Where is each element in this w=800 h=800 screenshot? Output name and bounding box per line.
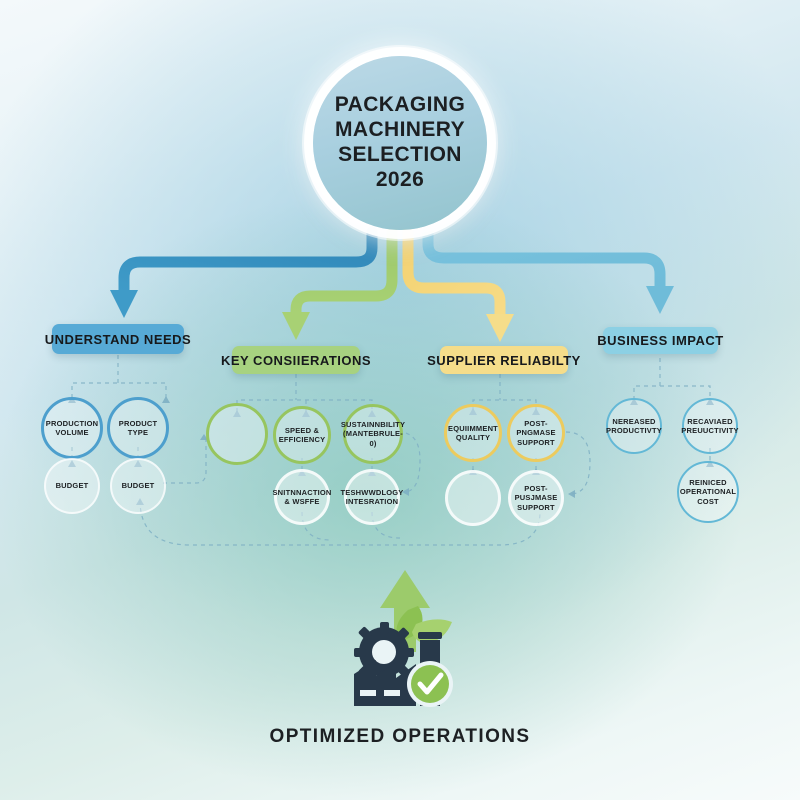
node-label-line: Type bbox=[127, 428, 149, 437]
node-label: Teshwwdlogy Intesration bbox=[335, 488, 408, 506]
node-reduced-productivity[interactable]: Recaviaed Preuuctivity bbox=[681, 398, 739, 454]
hub-title: Packaging Machinery Selection 2026 bbox=[335, 93, 465, 192]
node-label: Budget bbox=[51, 481, 94, 490]
node-label: Speed & Efficiency bbox=[274, 426, 331, 444]
node-label-line: Intesration bbox=[345, 497, 399, 506]
node-equipment-quality[interactable]: Equiimment Quality bbox=[444, 404, 502, 462]
hub-line-1: Packaging bbox=[334, 93, 466, 117]
node-label-line: Product bbox=[118, 418, 158, 428]
node-label-line: Productivty bbox=[606, 426, 662, 435]
connector-business-impact bbox=[422, 226, 674, 314]
branch-header-supplier-reliability[interactable]: Supplier Reliabilty bbox=[427, 346, 580, 374]
node-speed-efficiency[interactable]: Speed & Efficiency bbox=[273, 406, 331, 464]
node-technology-integration[interactable]: Teshwwdlogy Intesration bbox=[340, 469, 403, 525]
node-label-line: Support bbox=[517, 502, 555, 512]
node-label-line: Quality bbox=[455, 433, 491, 442]
node-label-line: Support bbox=[517, 437, 555, 447]
connector-key-considerations bbox=[282, 226, 398, 340]
node-post-purchase-support-2[interactable]: Post-Pusjmase Support bbox=[508, 470, 564, 526]
check-badge-icon bbox=[407, 661, 453, 707]
node-label: Snitnnaction & Wsffe bbox=[267, 488, 336, 506]
node-label: Sustainnbility (Mantebrule-0) bbox=[336, 420, 410, 447]
node-label: Production Volume bbox=[41, 419, 103, 437]
node-sustainability[interactable]: Sustainnbility (Mantebrule-0) bbox=[341, 404, 405, 464]
node-budget-1[interactable]: Budget bbox=[44, 458, 100, 514]
branch-header-understand-needs[interactable]: Understand Needs bbox=[45, 324, 191, 354]
node-label: Post-Pusjmase Support bbox=[510, 484, 563, 511]
node-reduced-operational-cost[interactable]: Reiniced Operational Cost bbox=[677, 461, 739, 523]
node-label-line: Operational bbox=[679, 487, 737, 497]
node-label: Equiimment Quality bbox=[443, 424, 503, 442]
footer-caption: Optimized Operations bbox=[269, 726, 531, 747]
node-label: Product Type bbox=[114, 419, 162, 437]
node-increased-productivity[interactable]: Nereased Productivty bbox=[606, 398, 662, 454]
node-label: Nereased Productivty bbox=[601, 417, 667, 435]
optimized-operations-illustration bbox=[320, 556, 490, 716]
node-label-line: Budget bbox=[55, 481, 89, 491]
node-production-volume[interactable]: Production Volume bbox=[41, 397, 103, 459]
node-product-type[interactable]: Product Type bbox=[107, 397, 169, 459]
node-label: Post-Pngmase Support bbox=[510, 419, 562, 446]
branch-header-label: Understand Needs bbox=[44, 331, 192, 347]
node-label-line: Volume bbox=[55, 428, 89, 437]
node-label-line: Post-Pngmase bbox=[516, 419, 556, 438]
node-label-line: Cost bbox=[697, 496, 719, 506]
node-label-line: Budget bbox=[121, 481, 155, 491]
node-label-line: Post-Pusjmase bbox=[514, 484, 558, 503]
node-label-line: Sustainnbility bbox=[340, 420, 406, 430]
node-budget-2[interactable]: Budget bbox=[110, 458, 166, 514]
node-label-line: Production bbox=[45, 418, 99, 428]
node-label: Reiniced Operational Cost bbox=[675, 478, 741, 505]
connector-understand-needs bbox=[110, 226, 378, 318]
node-label-line: Equiimment bbox=[448, 423, 498, 433]
branch-header-label: Supplier Reliabilty bbox=[427, 352, 581, 368]
node-blank-green[interactable] bbox=[206, 403, 268, 465]
node-label-line: (Mantebrule-0) bbox=[343, 429, 403, 448]
branch-header-business-impact[interactable]: Business Impact bbox=[597, 327, 723, 354]
node-label-line: Nereased bbox=[612, 416, 656, 426]
connector-supplier-reliability bbox=[402, 226, 514, 342]
node-label-line: Preuuctivity bbox=[681, 426, 739, 435]
node-label-line: Reiniced bbox=[689, 478, 727, 488]
central-hub-node[interactable]: Packaging Machinery Selection 2026 bbox=[313, 56, 487, 230]
branch-header-label: Business Impact bbox=[597, 333, 724, 348]
node-post-purchase-support-1[interactable]: Post-Pngmase Support bbox=[507, 404, 565, 462]
branch-header-key-considerations[interactable]: Key Consiierations bbox=[221, 346, 371, 374]
branch-header-label: Key Consiierations bbox=[220, 352, 372, 368]
up-arrow-icon bbox=[380, 570, 430, 652]
hub-line-4: 2026 bbox=[375, 167, 425, 191]
node-label-line: & Wsffe bbox=[284, 497, 320, 506]
node-label-line: Efficiency bbox=[278, 435, 326, 444]
hub-line-2: Machinery bbox=[334, 118, 465, 142]
node-label: Recaviaed Preuuctivity bbox=[676, 417, 743, 435]
node-label-line: Speed & bbox=[284, 425, 320, 435]
node-satisfaction-waste[interactable]: Snitnnaction & Wsffe bbox=[272, 469, 331, 525]
node-label-line: Snitnnaction bbox=[272, 487, 332, 497]
node-label-line: Recaviaed bbox=[687, 416, 733, 426]
hub-line-3: Selection bbox=[338, 143, 462, 166]
node-blank-yellow[interactable] bbox=[445, 470, 501, 526]
node-label: Budget bbox=[117, 481, 160, 490]
node-label-line: Teshwwdlogy bbox=[340, 487, 404, 497]
